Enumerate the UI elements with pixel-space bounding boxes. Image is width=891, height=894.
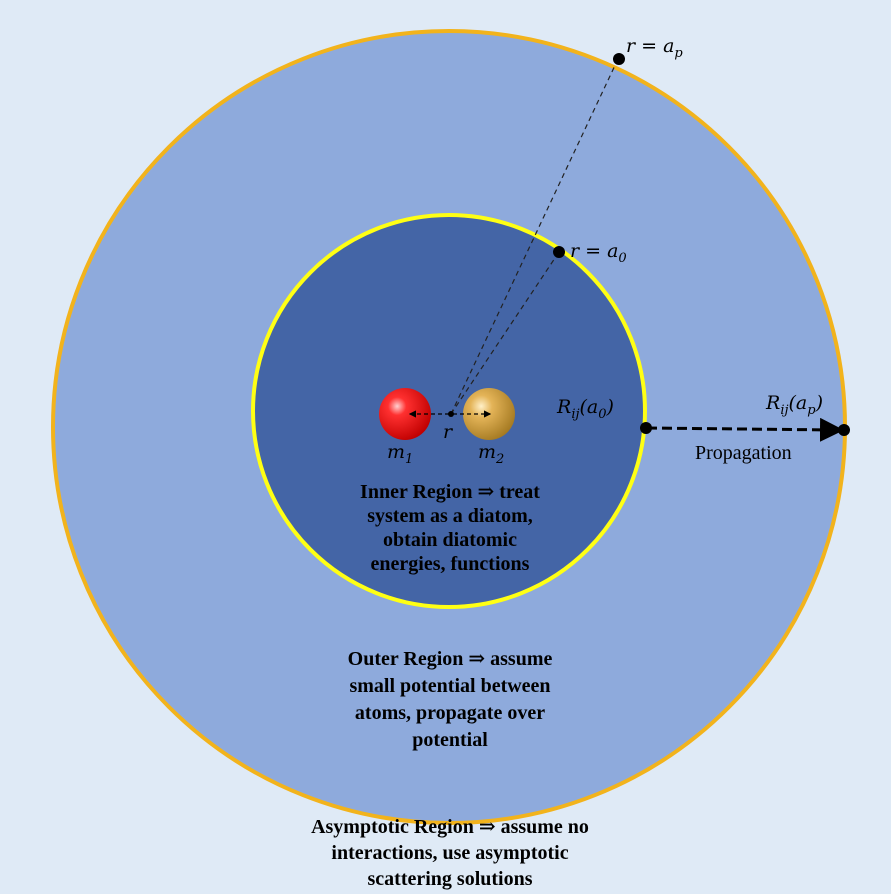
propagation-arrow [646,417,844,442]
center-point [448,411,454,417]
radius-line-ap [450,58,619,415]
inner-line: system as a diatom, [367,505,533,527]
outer-line: atoms, propagate over [354,702,546,724]
label-Rij-ap: Rij(ap) [765,392,823,418]
inner-line: Inner Region ⇒ treat [360,481,540,503]
outer-line: Outer Region ⇒ assume [347,648,553,670]
point-Rij-ap [838,424,850,436]
inner-region-description: Inner Region ⇒ treat system as a diatom,… [300,480,600,576]
outer-line: potential [412,729,488,751]
label-Rij-a0: Rij(a0) [556,396,614,422]
inner-region-circle [251,213,647,609]
inner-line: obtain diatomic [383,529,517,551]
asymptotic-line: Asymptotic Region ⇒ assume no [311,816,589,838]
point-ap [613,53,625,65]
radius-line-a0 [450,251,560,415]
point-a0 [553,246,565,258]
asymptotic-line: interactions, use asymptotic [331,842,569,864]
inner-line: energies, functions [370,553,530,575]
point-Rij-a0 [640,422,652,434]
label-m2: m2 [478,441,504,467]
label-r-ap: r = ap [626,35,683,61]
mass-1-sphere [379,388,431,440]
asymptotic-line: scattering solutions [367,868,533,890]
outer-line: small potential between [349,675,551,697]
label-r-a0: r = a0 [570,240,627,266]
outer-region-description: Outer Region ⇒ assume small potential be… [285,646,615,754]
asymptotic-region-description: Asymptotic Region ⇒ assume no interactio… [250,814,650,892]
label-propagation: Propagation [695,442,792,464]
label-r-center: r [443,421,454,443]
label-m1: m1 [387,441,413,467]
